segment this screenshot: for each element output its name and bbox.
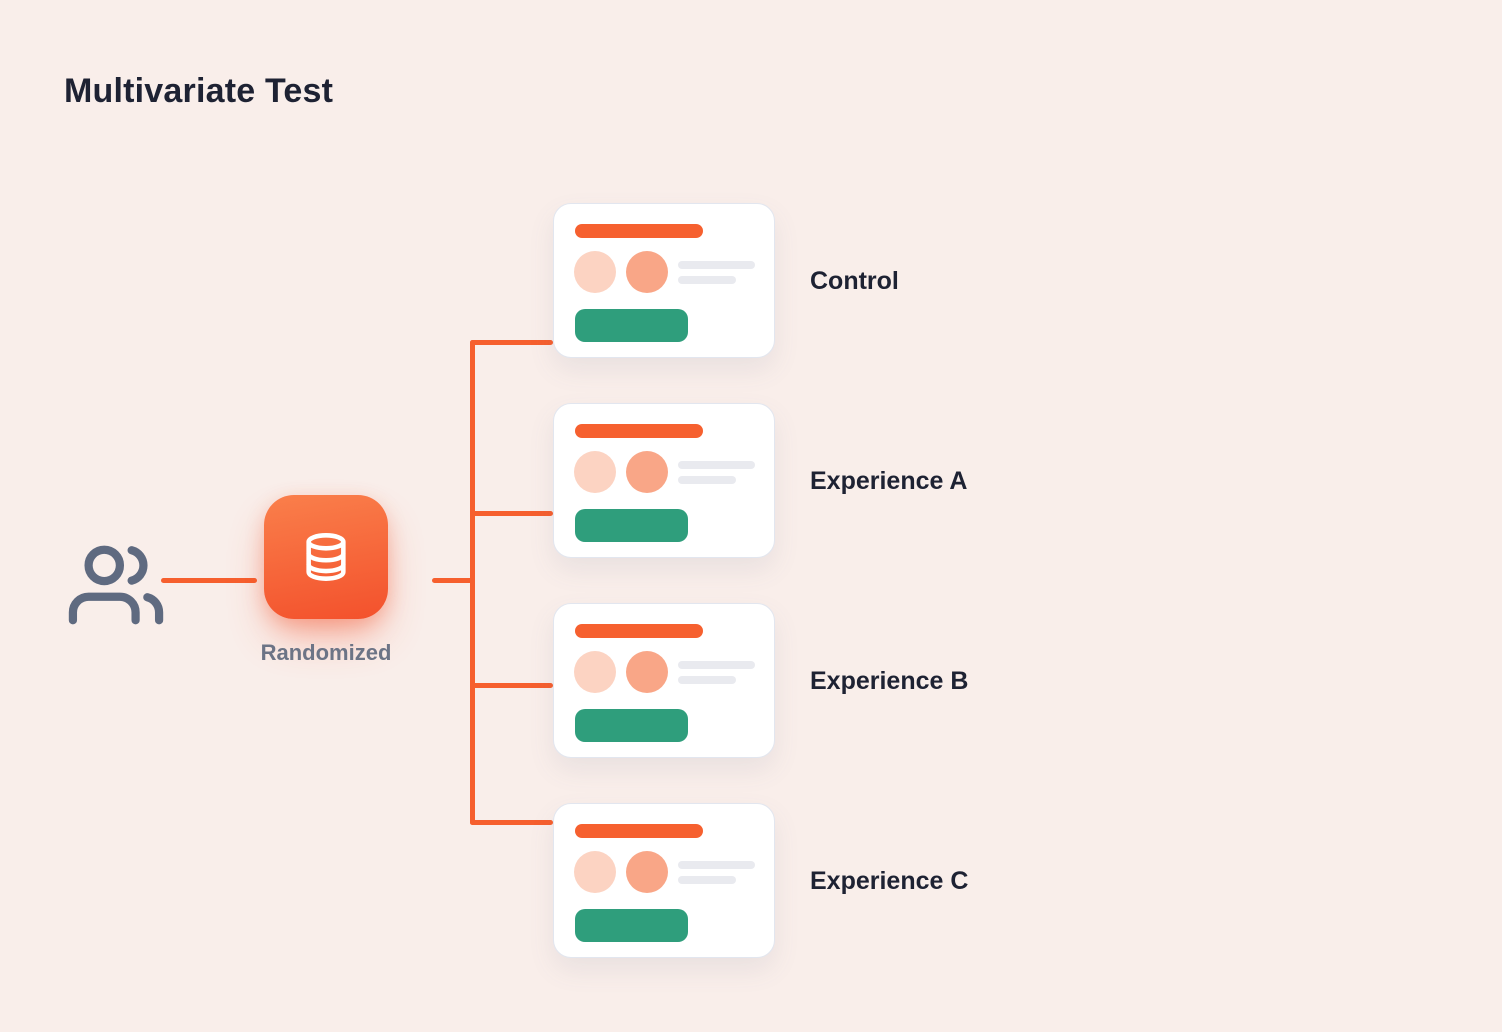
skeleton-avatar-dark bbox=[626, 851, 668, 893]
skeleton-titlebar bbox=[575, 624, 703, 638]
variant-label-experience-c: Experience C bbox=[810, 867, 969, 895]
connector-branch-control bbox=[470, 340, 553, 345]
variant-label-experience-a: Experience A bbox=[810, 467, 968, 495]
skeleton-button bbox=[575, 309, 688, 342]
connector-branch-experience-b bbox=[470, 683, 553, 688]
skeleton-text-line-1 bbox=[678, 461, 755, 469]
connector-randomizer-stem bbox=[432, 578, 474, 583]
skeleton-avatar-light bbox=[574, 251, 616, 293]
skeleton-avatar-dark bbox=[626, 451, 668, 493]
skeleton-avatar-light bbox=[574, 451, 616, 493]
database-icon bbox=[306, 533, 346, 581]
skeleton-text-line-2 bbox=[678, 676, 736, 684]
skeleton-titlebar bbox=[575, 224, 703, 238]
variant-label-experience-b: Experience B bbox=[810, 667, 969, 695]
skeleton-titlebar bbox=[575, 424, 703, 438]
skeleton-text-line-1 bbox=[678, 261, 755, 269]
connector-branch-experience-a bbox=[470, 511, 553, 516]
users-icon bbox=[68, 545, 164, 625]
randomizer-label: Randomized bbox=[260, 640, 392, 665]
variant-card-control bbox=[553, 203, 775, 358]
skeleton-text-line-1 bbox=[678, 861, 755, 869]
skeleton-avatar-dark bbox=[626, 651, 668, 693]
skeleton-avatar-light bbox=[574, 851, 616, 893]
skeleton-button bbox=[575, 709, 688, 742]
skeleton-avatar-light bbox=[574, 651, 616, 693]
skeleton-text-line-2 bbox=[678, 276, 736, 284]
connector-users-to-randomizer bbox=[161, 578, 257, 583]
variant-label-control: Control bbox=[810, 267, 899, 295]
page-title: Multivariate Test bbox=[64, 72, 334, 110]
skeleton-button bbox=[575, 509, 688, 542]
randomizer-node bbox=[264, 495, 388, 619]
connector-trunk bbox=[470, 340, 475, 825]
skeleton-titlebar bbox=[575, 824, 703, 838]
skeleton-avatar-dark bbox=[626, 251, 668, 293]
skeleton-button bbox=[575, 909, 688, 942]
connector-branch-experience-c bbox=[470, 820, 553, 825]
skeleton-text-line-2 bbox=[678, 476, 736, 484]
skeleton-text-line-1 bbox=[678, 661, 755, 669]
variant-card-experience-b bbox=[553, 603, 775, 758]
variant-card-experience-a bbox=[553, 403, 775, 558]
skeleton-text-line-2 bbox=[678, 876, 736, 884]
variant-card-experience-c bbox=[553, 803, 775, 958]
